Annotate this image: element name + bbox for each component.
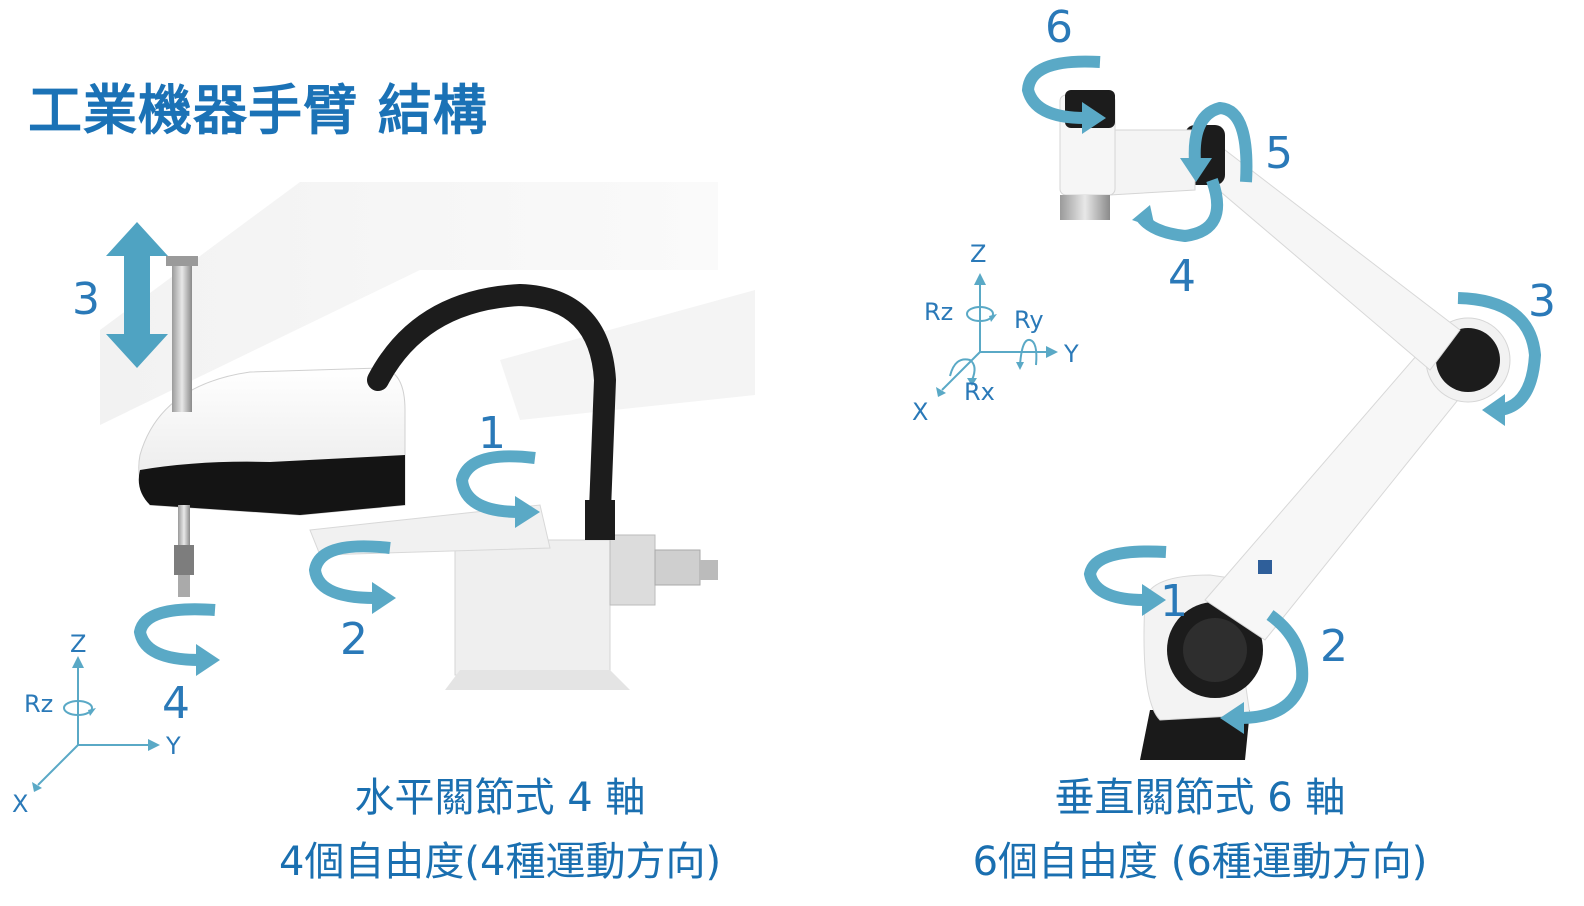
six-axis-2-label: 2 — [1320, 621, 1348, 672]
six-axis-6-label: 6 — [1045, 2, 1073, 53]
scara-robot — [138, 256, 718, 690]
scara-coord-frame — [32, 656, 160, 792]
scara-coord-y: Y — [166, 732, 181, 760]
six-axis-coord-rx: Rx — [964, 378, 995, 406]
six-axis-arrows — [1021, 55, 1542, 734]
scara-arrow-3 — [106, 222, 168, 368]
six-axis-5-label: 5 — [1265, 128, 1293, 179]
scara-axis-3-label: 3 — [72, 274, 100, 325]
six-axis-4-label: 4 — [1168, 251, 1196, 302]
scara-axis-4-label: 4 — [162, 678, 190, 729]
scara-coord-z: Z — [70, 630, 87, 658]
six-axis-coord-rz: Rz — [924, 298, 954, 326]
six-axis-coord-z: Z — [970, 240, 987, 268]
scara-axis-1-label: 1 — [478, 408, 506, 459]
scara-caption-line1: 水平關節式 4 軸 — [354, 775, 646, 821]
six-axis-3-label: 3 — [1528, 276, 1556, 327]
scara-axis-2-label: 2 — [340, 614, 368, 665]
scara-coord-rz: Rz — [24, 690, 54, 718]
scara-arrows — [133, 450, 540, 676]
six-axis-caption-line1: 垂直關節式 6 軸 — [1054, 775, 1346, 821]
six-axis-robot — [1059, 90, 1511, 760]
six-axis-coord-y: Y — [1064, 340, 1079, 368]
six-axis-coord-frame — [936, 273, 1058, 397]
six-axis-caption-line2: 6個自由度 (6種運動方向) — [972, 839, 1428, 885]
six-axis-coord-ry: Ry — [1014, 306, 1044, 334]
six-axis-coord-x: X — [912, 398, 929, 426]
six-axis-1-label: 1 — [1160, 576, 1188, 627]
page-title: 工業機器手臂 結構 — [28, 79, 488, 142]
scara-coord-x: X — [12, 790, 29, 818]
scara-background — [100, 182, 755, 425]
scara-caption-line2: 4個自由度(4種運動方向) — [278, 839, 722, 885]
